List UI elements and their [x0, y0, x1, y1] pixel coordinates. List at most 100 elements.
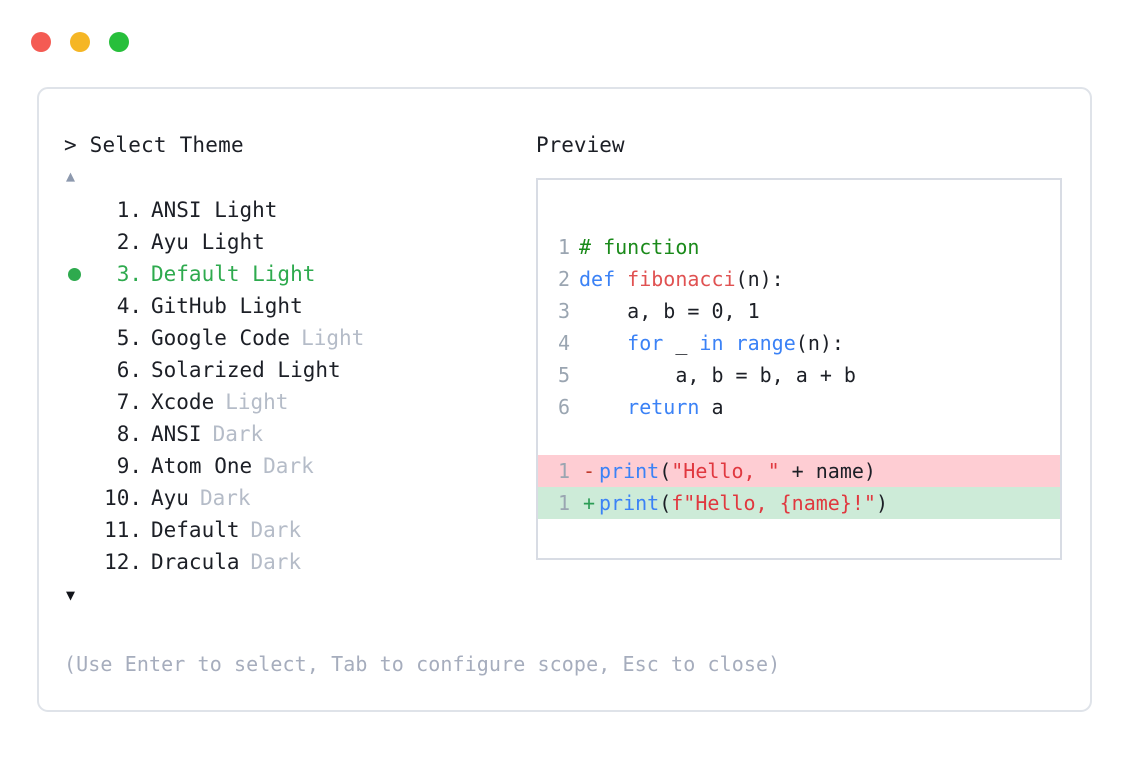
code-line: 4 for _ in range(n):	[538, 327, 1060, 359]
line-number: 1	[557, 491, 570, 515]
theme-item-index: 10.	[104, 486, 142, 510]
theme-item-name: ANSI	[151, 422, 202, 446]
theme-item-index: 5.	[116, 326, 142, 350]
diff-line-add: 1 +print(f"Hello, {name}!")	[538, 487, 1060, 519]
theme-item-name: Atom One	[151, 454, 253, 478]
line-number: 5	[557, 363, 570, 387]
minimize-icon[interactable]	[70, 32, 90, 52]
code-line-text: return a	[579, 391, 724, 423]
theme-item-index: 4.	[116, 294, 142, 318]
close-icon[interactable]	[31, 32, 51, 52]
theme-item-index: 3.	[116, 262, 142, 286]
theme-item-variant: Dark	[250, 550, 302, 574]
theme-item-index: 1.	[116, 198, 142, 222]
theme-list[interactable]: 1. ANSI Light 2. Ayu Light 3. Default Light 4.…	[64, 194, 524, 578]
theme-item-variant: Dark	[250, 518, 302, 542]
theme-item-name: Default Light	[151, 262, 316, 286]
line-number: 1	[557, 235, 570, 259]
code-token: in	[699, 331, 724, 355]
code-token: + name)	[779, 459, 876, 483]
code-token	[579, 395, 627, 419]
maximize-icon[interactable]	[109, 32, 129, 52]
theme-list-item[interactable]: 5. Google Code Light	[64, 322, 524, 354]
theme-item-index: 7.	[116, 390, 142, 414]
code-token: (n):	[795, 331, 844, 355]
line-number: 6	[557, 395, 570, 419]
theme-item-name: Solarized Light	[151, 358, 341, 382]
theme-item-variant: Dark	[263, 454, 314, 478]
code-token: print	[599, 491, 660, 515]
theme-item-index: 11.	[104, 518, 142, 542]
theme-list-item[interactable]: 3. Default Light	[64, 258, 524, 290]
code-token: a	[699, 395, 724, 419]
theme-item-index: 6.	[116, 358, 142, 382]
code-line-text: def fibonacci(n):	[579, 263, 784, 295]
theme-list-item[interactable]: 10. Ayu Dark	[64, 482, 524, 514]
help-hint: (Use Enter to select, Tab to configure s…	[64, 652, 781, 676]
theme-item-name: GitHub Light	[151, 294, 303, 318]
theme-item-name: Ayu Light	[151, 230, 265, 254]
theme-item-name: Google Code	[151, 326, 291, 350]
theme-list-item[interactable]: 6. Solarized Light	[64, 354, 524, 386]
scroll-down-icon[interactable]: ▼	[66, 586, 76, 604]
code-token: fibonacci	[627, 267, 736, 291]
line-number: 3	[557, 299, 570, 323]
preview-label: Preview	[536, 133, 625, 157]
diff-block: 1-print("Hello, " + name)1+print(f"Hello…	[538, 455, 1060, 519]
theme-list-item[interactable]: 2. Ayu Light	[64, 226, 524, 258]
code-token: def	[579, 267, 628, 291]
theme-item-name: ANSI Light	[151, 198, 278, 222]
theme-item-name: Dracula	[151, 550, 240, 574]
selection-bullet-cell	[64, 267, 96, 281]
theme-item-name: Ayu	[151, 486, 189, 510]
code-token: )	[875, 491, 889, 515]
code-token	[579, 331, 627, 355]
selected-bullet-icon	[68, 267, 81, 281]
code-token: # function	[579, 235, 700, 259]
scroll-up-icon[interactable]: ▲	[66, 167, 76, 185]
diff-marker: +	[582, 491, 596, 515]
code-token: range	[735, 331, 796, 355]
theme-list-item[interactable]: 4. GitHub Light	[64, 290, 524, 322]
theme-list-item[interactable]: 11. Default Dark	[64, 514, 524, 546]
code-line: 5 a, b = b, a + b	[538, 359, 1060, 391]
diff-line-text: print(f"Hello, {name}!")	[599, 487, 888, 519]
theme-list-item[interactable]: 7. Xcode Light	[64, 386, 524, 418]
theme-item-variant: Light	[225, 390, 289, 414]
theme-item-variant: Dark	[212, 422, 264, 446]
code-line: 1 # function	[538, 231, 1060, 263]
diff-line-text: print("Hello, " + name)	[599, 455, 876, 487]
diff-marker: -	[582, 459, 596, 483]
code-token: a, b = b, a + b	[579, 363, 856, 387]
code-line-text: a, b = 0, 1	[579, 295, 760, 327]
theme-list-item[interactable]: 9. Atom One Dark	[64, 450, 524, 482]
code-token: (n):	[735, 267, 784, 291]
code-token: return	[627, 395, 700, 419]
code-token: a, b = 0, 1	[579, 299, 760, 323]
theme-item-name: Xcode	[151, 390, 215, 414]
theme-item-variant: Light	[301, 326, 365, 350]
line-number: 4	[557, 331, 570, 355]
theme-item-variant: Dark	[199, 486, 251, 510]
code-token: (	[659, 491, 672, 515]
code-line: 6 return a	[538, 391, 1060, 423]
code-token: print	[599, 459, 660, 483]
theme-item-name: Default	[151, 518, 240, 542]
code-line-text: a, b = b, a + b	[579, 359, 856, 391]
diff-line-del: 1-print("Hello, " + name)	[538, 455, 1060, 487]
code-token: (	[659, 459, 672, 483]
theme-item-index: 9.	[116, 454, 142, 478]
code-line-text: for _ in range(n):	[579, 327, 844, 359]
theme-item-index: 2.	[116, 230, 142, 254]
code-token: for	[627, 331, 664, 355]
code-line-text: # function	[579, 231, 699, 263]
line-number: 1	[557, 459, 570, 483]
theme-list-item[interactable]: 1. ANSI Light	[64, 194, 524, 226]
